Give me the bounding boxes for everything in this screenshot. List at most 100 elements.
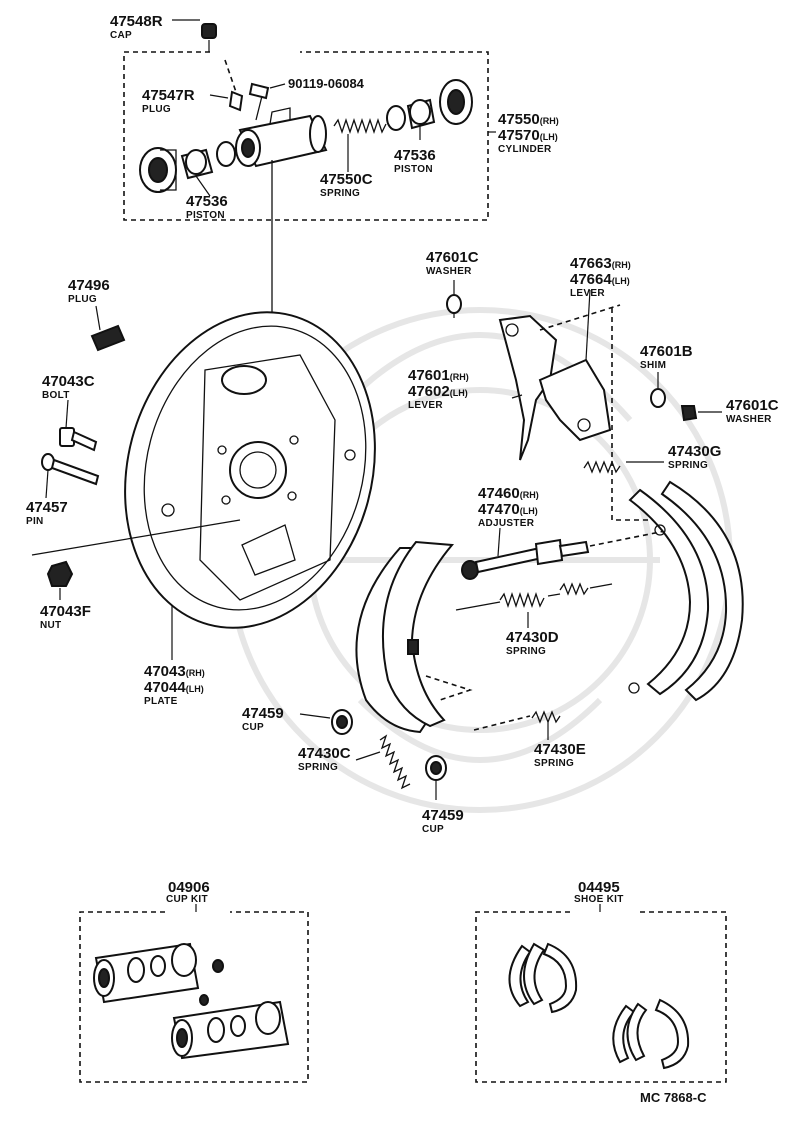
- svg-text:90119-06084: 90119-06084: [288, 76, 365, 91]
- parking-lever-part: [498, 289, 621, 461]
- callout-47601C-top-number: 47601C: [426, 249, 479, 266]
- cup-left-part: [216, 141, 236, 167]
- svg-text:WASHER: WASHER: [726, 414, 772, 425]
- svg-text:04906: 04906: [168, 879, 210, 896]
- callout-47548R-number: 47548R: [110, 13, 163, 30]
- svg-text:SPRING: SPRING: [668, 460, 708, 471]
- svg-text:47536: 47536: [394, 147, 436, 164]
- svg-text:47430C: 47430C: [298, 745, 351, 762]
- callout-47043F-name: NUT: [40, 620, 61, 631]
- lever-group-frame: [611, 308, 660, 521]
- callout-47043C-number: 47043C: [42, 373, 95, 390]
- brake-shoe-right-part: [628, 480, 744, 702]
- lever-spring-part: [583, 460, 664, 474]
- svg-text:LEVER: LEVER: [408, 400, 443, 411]
- svg-text:47043C: 47043C: [42, 373, 95, 390]
- svg-text:47430D: 47430D: [506, 629, 559, 646]
- svg-text:PLATE: PLATE: [144, 696, 178, 707]
- spring-part: [333, 117, 387, 172]
- callout-47548R-name: CAP: [110, 30, 132, 41]
- svg-text:47470(LH): 47470(LH): [478, 501, 538, 518]
- svg-text:47548R: 47548R: [110, 13, 163, 30]
- callout-47457-number: 47457: [26, 499, 68, 516]
- svg-text:BOLT: BOLT: [42, 390, 70, 401]
- svg-text:47570(LH): 47570(LH): [498, 127, 558, 144]
- svg-text:47459: 47459: [422, 807, 464, 824]
- svg-text:47663(RH): 47663(RH): [570, 255, 631, 272]
- svg-text:47043(RH): 47043(RH): [144, 663, 205, 680]
- callout-adjuster-name: ADJUSTER: [478, 518, 535, 529]
- svg-text:47459: 47459: [242, 705, 284, 722]
- callout-47470-number-lh: 47470: [478, 501, 520, 518]
- callout-47430G-number: 47430G: [668, 443, 721, 460]
- svg-text:47602(LH): 47602(LH): [408, 383, 468, 400]
- callout-47550-number-rh: 47550: [498, 111, 540, 128]
- nut-part: [46, 560, 74, 600]
- svg-text:CAP: CAP: [110, 30, 132, 41]
- svg-text:PISTON: PISTON: [394, 164, 433, 175]
- piston-left-part: [180, 148, 214, 197]
- callout-47044-number-lh: 47044: [144, 679, 186, 696]
- svg-text:PIN: PIN: [26, 516, 44, 527]
- callout-47457-name: PIN: [26, 516, 44, 527]
- svg-text:SPRING: SPRING: [298, 762, 338, 773]
- cup-top-part: [299, 709, 353, 735]
- svg-text:CYLINDER: CYLINDER: [498, 144, 552, 155]
- piston-right-part: [406, 98, 436, 140]
- callout-47459-bottom-name: CUP: [422, 824, 444, 835]
- svg-text:47601C: 47601C: [426, 249, 479, 266]
- callout-47550C-number: 47550C: [320, 171, 373, 188]
- callout-47430D-number: 47430D: [506, 629, 559, 646]
- callout-47602-number-lh: 47602: [408, 383, 450, 400]
- cylinder-group-frame: [123, 51, 489, 221]
- svg-text:CUP KIT: CUP KIT: [166, 894, 208, 905]
- svg-text:47547R: 47547R: [142, 87, 195, 104]
- callout-47430C-name: SPRING: [298, 762, 338, 773]
- callout-lever-47663-name: LEVER: [570, 288, 605, 299]
- svg-text:CUP: CUP: [242, 722, 264, 733]
- plug-part: [209, 59, 244, 112]
- shoe-kit-group: [475, 904, 727, 1083]
- kit-04906-name: CUP KIT: [166, 894, 208, 905]
- callout-47601B-number: 47601B: [640, 343, 693, 360]
- svg-text:47550(RH): 47550(RH): [498, 111, 559, 128]
- svg-text:47496: 47496: [68, 277, 110, 294]
- svg-text:PLUG: PLUG: [68, 294, 97, 305]
- callout-47430C-number: 47430C: [298, 745, 351, 762]
- rubber-plug-part: [90, 305, 126, 352]
- brake-shoe-left-part: [355, 540, 473, 734]
- callout-47043F-number: 47043F: [40, 603, 91, 620]
- svg-text:47460(RH): 47460(RH): [478, 485, 539, 502]
- svg-text:47601B: 47601B: [640, 343, 693, 360]
- callout-47601C-right-number: 47601C: [726, 397, 779, 414]
- callout-47430E-name: SPRING: [534, 758, 574, 769]
- callout-47459-bottom-number: 47459: [422, 807, 464, 824]
- callout-lever-47601-name: LEVER: [408, 400, 443, 411]
- callout-47601C-top-name: WASHER: [426, 266, 472, 277]
- hold-down-spring-left-part: [355, 734, 411, 790]
- svg-text:PLUG: PLUG: [142, 104, 171, 115]
- callout-47550-suffix-rh: (RH): [540, 116, 559, 126]
- callout-47547R-number: 47547R: [142, 87, 195, 104]
- svg-text:PISTON: PISTON: [186, 210, 225, 221]
- svg-text:NUT: NUT: [40, 620, 61, 631]
- callout-47664-suffix-lh: (LH): [612, 276, 630, 286]
- callout-47536-right-number: 47536: [394, 147, 436, 164]
- svg-text:SHIM: SHIM: [640, 360, 666, 371]
- adjuster-spring-part: [455, 582, 613, 628]
- callout-47496-number: 47496: [68, 277, 110, 294]
- callout-47601-suffix-rh: (RH): [450, 372, 469, 382]
- callout-47043-suffix-rh: (RH): [186, 668, 205, 678]
- callout-47570-number-lh: 47570: [498, 127, 540, 144]
- callout-47602-suffix-lh: (LH): [450, 388, 468, 398]
- callout-47430D-name: SPRING: [506, 646, 546, 657]
- callout-47459-top-number: 47459: [242, 705, 284, 722]
- svg-text:47430G: 47430G: [668, 443, 721, 460]
- svg-text:47536: 47536: [186, 193, 228, 210]
- svg-text:MC 7868-C: MC 7868-C: [640, 1090, 707, 1105]
- svg-text:47043F: 47043F: [40, 603, 91, 620]
- svg-text:SPRING: SPRING: [534, 758, 574, 769]
- callout-47470-suffix-lh: (LH): [520, 506, 538, 516]
- svg-text:ADJUSTER: ADJUSTER: [478, 518, 535, 529]
- cap-part: [172, 19, 217, 52]
